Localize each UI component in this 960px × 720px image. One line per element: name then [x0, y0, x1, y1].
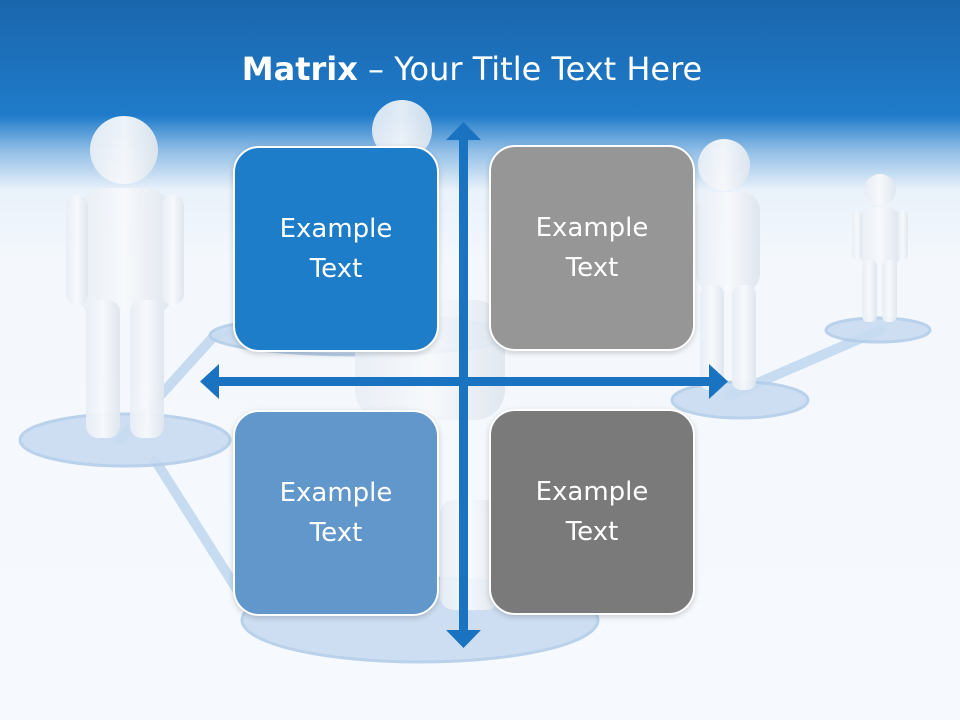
arrow-up-icon [446, 122, 481, 140]
person-figure-far-right [852, 174, 908, 322]
quadrant-top-right[interactable]: Example Text [489, 145, 695, 351]
title-rest: – Your Title Text Here [357, 50, 703, 88]
quadrant-text: Example Text [535, 213, 649, 283]
person-figure-right [696, 139, 760, 390]
horizontal-axis [218, 377, 710, 386]
quadrant-text: Example Text [279, 214, 393, 284]
quadrant-top-left[interactable]: Example Text [233, 146, 439, 352]
arrow-down-icon [446, 630, 481, 648]
quadrant-text: Example Text [535, 477, 649, 547]
title-bold: Matrix [241, 50, 358, 88]
slide-title: Matrix – Your Title Text Here [0, 50, 944, 88]
arrow-right-icon [709, 364, 728, 399]
quadrant-bottom-right[interactable]: Example Text [489, 409, 695, 615]
arrow-left-icon [200, 364, 219, 399]
quadrant-bottom-left[interactable]: Example Text [233, 410, 439, 616]
quadrant-text: Example Text [279, 478, 393, 548]
person-figure-left [66, 116, 184, 438]
